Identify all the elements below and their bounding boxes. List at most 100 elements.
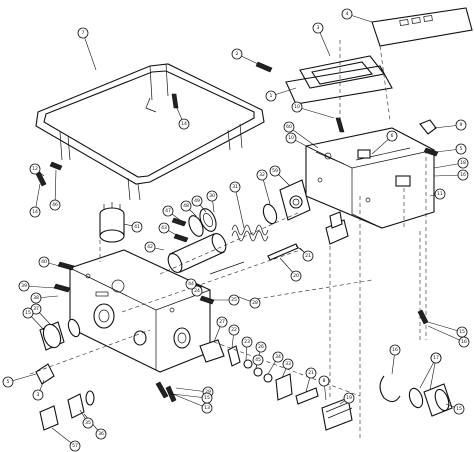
- callout-label-c17b: 17: [433, 355, 439, 361]
- callout-balloon-c21a: [302, 250, 314, 262]
- callout-balloon-c39: [18, 280, 30, 292]
- callout-balloon-c23: [241, 336, 253, 348]
- callout-c10a: 10: [291, 101, 303, 113]
- callout-balloon-c45: [252, 354, 264, 366]
- callout-c43: 43: [158, 222, 170, 234]
- callout-label-c32: 32: [259, 172, 265, 178]
- flange-assembly: [262, 179, 311, 225]
- callout-balloon-c20: [290, 270, 302, 282]
- callout-label-c8: 8: [323, 378, 326, 384]
- callout-balloon-c3b: [32, 389, 44, 401]
- callout-c18: 18: [457, 157, 469, 169]
- callout-label-c9: 9: [460, 122, 463, 128]
- callout-label-c5a: 5: [460, 146, 463, 152]
- callout-label-c2: 2: [236, 51, 239, 57]
- callout-label-c16: 16: [460, 172, 466, 178]
- callout-balloon-c42: [144, 241, 156, 253]
- callout-balloon-c2: [231, 48, 243, 60]
- callout-label-c26: 26: [258, 344, 264, 350]
- callout-balloon-c16b: [389, 344, 401, 356]
- callout-balloon-c32: [256, 169, 268, 181]
- callout-c48: 48: [180, 200, 192, 212]
- callout-balloon-c24: [191, 285, 203, 297]
- callout-label-c31: 31: [232, 184, 238, 190]
- callout-label-c35: 35: [85, 420, 91, 426]
- callout-c32: 32: [256, 169, 268, 181]
- callout-c14b: 14: [29, 206, 41, 218]
- callout-c28: 28: [249, 297, 261, 309]
- callout-c19: 19: [343, 392, 355, 404]
- leader-line-c7: [82, 32, 97, 71]
- callout-label-c60: 60: [286, 124, 292, 130]
- callout-c45: 45: [252, 354, 264, 366]
- callout-label-c14b: 14: [32, 209, 38, 215]
- callout-label-c46: 46: [52, 202, 58, 208]
- callout-balloon-c3: [312, 22, 324, 34]
- callout-label-c1: 1: [270, 93, 273, 99]
- callout-c44: 44: [185, 278, 197, 290]
- callout-c5a: 5: [455, 143, 467, 155]
- callout-c4: 4: [341, 8, 353, 20]
- callout-balloon-c40: [38, 256, 50, 268]
- callout-label-c37: 37: [33, 306, 39, 312]
- callout-c40: 40: [38, 256, 50, 268]
- callout-label-c48: 48: [183, 203, 189, 209]
- callout-balloon-c7: [77, 27, 89, 39]
- callout-c22: 22: [228, 324, 240, 336]
- assembly-lines: [29, 150, 427, 440]
- leader-line-c31: [234, 186, 245, 229]
- callout-c14a: 14: [178, 118, 190, 130]
- callout-c21b: 21: [305, 367, 317, 379]
- callout-balloon-c6: [386, 130, 398, 142]
- callout-c5b: 5: [2, 376, 14, 388]
- callout-label-c47: 47: [165, 208, 171, 214]
- leader-line-c17b: [429, 357, 437, 391]
- callout-label-c12: 12: [32, 166, 38, 172]
- callout-balloon-c5a: [455, 143, 467, 155]
- leader-line-c13: [167, 391, 208, 409]
- callout-c60: 60: [283, 121, 295, 133]
- callout-balloon-c38: [30, 292, 42, 304]
- callout-balloon-c49: [191, 195, 203, 207]
- callout-label-c36: 36: [98, 431, 104, 437]
- callout-c36: 36: [95, 428, 107, 440]
- callout-c17b: 17: [430, 352, 442, 364]
- callout-c16c: 16: [458, 336, 470, 348]
- callout-label-c20: 20: [293, 273, 299, 279]
- callout-c13: 13: [201, 402, 213, 414]
- callout-label-c15d: 15: [204, 395, 210, 401]
- callout-label-c40: 40: [41, 259, 47, 265]
- callout-label-c45: 45: [255, 357, 261, 363]
- callout-c3: 3: [312, 22, 324, 34]
- callout-balloon-c57: [69, 440, 81, 452]
- callout-c47: 47: [162, 205, 174, 217]
- callout-label-c39: 39: [21, 283, 27, 289]
- callout-label-c30: 30: [209, 193, 215, 199]
- leader-line-c16c: [427, 325, 465, 343]
- callout-label-c3b: 3: [37, 392, 40, 398]
- actuator-cylinder: [167, 208, 227, 274]
- callout-label-c14a: 14: [181, 121, 187, 127]
- callout-balloon-c11: [434, 188, 446, 200]
- callout-balloon-c30: [206, 190, 218, 202]
- callout-c34: 34: [272, 351, 284, 363]
- callout-c33: 33: [282, 358, 294, 370]
- callout-label-c22: 22: [231, 327, 237, 333]
- callout-label-c23: 23: [244, 339, 250, 345]
- callout-c15b: 15: [453, 403, 465, 415]
- leader-line-c60: [288, 126, 319, 149]
- callout-balloon-c10b: [285, 132, 297, 144]
- callout-balloon-c43: [158, 222, 170, 234]
- callout-balloon-c21b: [305, 367, 317, 379]
- callout-c26: 26: [255, 341, 267, 353]
- leader-lines: [7, 13, 465, 447]
- callout-balloon-c15b: [453, 403, 465, 415]
- callout-c20: 20: [290, 270, 302, 282]
- callout-balloon-c16c: [458, 336, 470, 348]
- callout-c24: 24: [191, 285, 203, 297]
- left-fittings: [35, 318, 95, 431]
- handle-frame: [35, 63, 265, 201]
- callout-label-c41: 41: [134, 224, 140, 230]
